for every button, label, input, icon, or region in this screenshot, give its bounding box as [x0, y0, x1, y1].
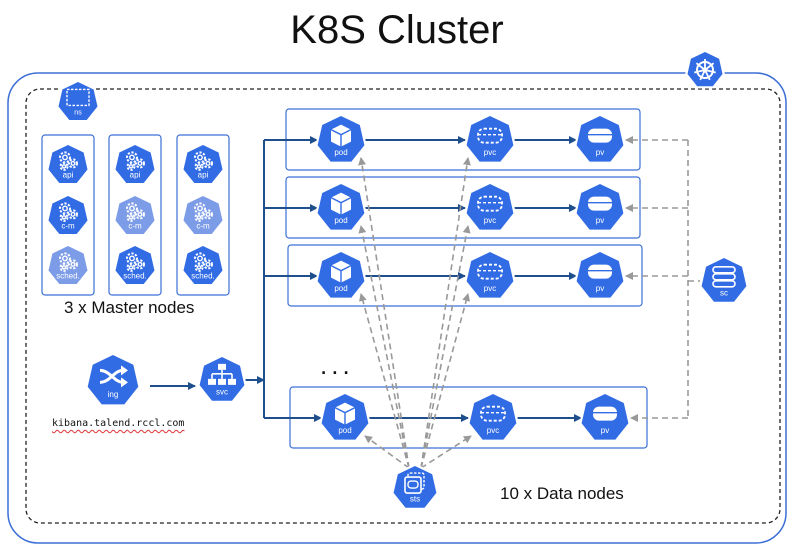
pv-node-label: pv [596, 216, 604, 225]
master-component-api-label: api [198, 170, 209, 179]
pod-node-label: pod [334, 148, 347, 157]
master-component-c-m-label: c-m [61, 221, 75, 230]
gears-icon [59, 202, 78, 222]
pv-node-label: pv [601, 426, 609, 435]
master-component-c-m: c-m [113, 193, 157, 237]
cube-icon [330, 124, 352, 147]
service-node-label: svc [216, 387, 228, 396]
master-component-api-label: api [63, 170, 74, 179]
master-component-api-label: api [130, 170, 141, 179]
ellipsis: ... [320, 350, 354, 380]
master-component-api: api [46, 142, 90, 186]
pvc-node: pvc [464, 249, 516, 300]
master-component-sched: sched. [181, 243, 225, 287]
statefulset-node-label: sts [410, 495, 420, 504]
ingress-host-url: kibana.talend.rccl.com [52, 418, 185, 429]
pod-node-label: pod [334, 216, 347, 225]
storageclass-node-label: sc [720, 288, 728, 297]
sts-to-pvc-arrow [420, 293, 471, 469]
cluster-boundary [7, 72, 787, 544]
sts-to-pod-arrow [359, 293, 410, 469]
cube-icon [330, 260, 352, 283]
master-component-c-m-label: c-m [128, 221, 142, 230]
wheel-icon [694, 59, 716, 81]
pvc-icon [477, 127, 503, 144]
statefulset-node: sts [391, 463, 439, 511]
master-component-api: api [113, 142, 157, 186]
pv-icon [588, 196, 612, 211]
hierarchy-icon [208, 363, 236, 385]
service-node: svc [197, 354, 247, 403]
gears-icon [126, 202, 145, 222]
gears-icon [194, 252, 213, 272]
pvc-icon [477, 263, 503, 280]
master-component-sched-label: sched. [123, 271, 147, 280]
pv-node: pv [579, 391, 631, 442]
gears-icon [126, 151, 145, 171]
pvc-node: pvc [464, 181, 516, 232]
pod-node: pod [315, 113, 367, 164]
pvc-node-label: pvc [484, 148, 496, 157]
master-component-c-m: c-m [46, 193, 90, 237]
sts-to-pod-arrow [358, 157, 410, 469]
pvc-node-label: pvc [484, 284, 496, 293]
pod-node: pod [315, 249, 367, 300]
gears-icon [59, 252, 78, 272]
sts-to-pvc-arrow [420, 435, 472, 469]
master-node-frame [176, 134, 230, 296]
gears-icon [59, 151, 78, 171]
pv-icon [588, 128, 612, 143]
pod-node: pod [315, 181, 367, 232]
master-component-sched: sched. [46, 243, 90, 287]
pod-node: pod [319, 391, 371, 442]
master-component-c-m: c-m [181, 193, 225, 237]
pv-icon [588, 264, 612, 279]
kubernetes-logo [685, 49, 725, 89]
pvc-icon [477, 195, 503, 212]
data-nodes-caption: 10 x Data nodes [500, 484, 624, 503]
pv-node: pv [574, 249, 626, 300]
pvc-node-label: pvc [487, 426, 499, 435]
ingress-node: ing [85, 352, 141, 407]
gears-icon [126, 252, 145, 272]
diagram-title: K8S Cluster [290, 8, 504, 52]
sts-to-pod-arrow [364, 435, 410, 469]
sc-icon [712, 266, 736, 288]
namespace-node-label: ns [74, 109, 82, 116]
master-component-c-m-label: c-m [196, 221, 210, 230]
pod-node-label: pod [338, 426, 351, 435]
pv-node: pv [574, 181, 626, 232]
pv-node-label: pv [596, 148, 604, 157]
sts-to-pod-arrow [358, 225, 410, 469]
master-component-sched-label: sched. [191, 271, 215, 280]
shuffle-icon [99, 365, 128, 388]
pv-node: pv [574, 113, 626, 164]
master-component-api: api [181, 142, 225, 186]
master-node-frame [41, 134, 95, 296]
ns-icon [66, 88, 90, 107]
master-component-sched: sched. [113, 243, 157, 287]
storageclass-node: sc [699, 255, 749, 304]
pvc-node: pvc [464, 113, 516, 164]
pvc-icon [480, 405, 506, 422]
namespace-node: ns [56, 79, 100, 123]
cube-icon [334, 402, 356, 425]
pv-node-label: pv [596, 284, 604, 293]
cube-icon [330, 192, 352, 215]
pvc-node-label: pvc [484, 216, 496, 225]
pv-icon [593, 406, 617, 421]
sts-to-pvc-arrow [420, 225, 471, 469]
pvc-node: pvc [467, 391, 519, 442]
sts-to-pvc-arrow [420, 157, 471, 469]
master-node-frame [108, 134, 162, 296]
pod-node-label: pod [334, 284, 347, 293]
master-component-sched-label: sched. [56, 271, 80, 280]
ingress-node-label: ing [108, 390, 119, 399]
gears-icon [194, 202, 213, 222]
gears-icon [194, 151, 213, 171]
master-nodes-caption: 3 x Master nodes [64, 298, 195, 317]
sts-icon [404, 472, 425, 494]
